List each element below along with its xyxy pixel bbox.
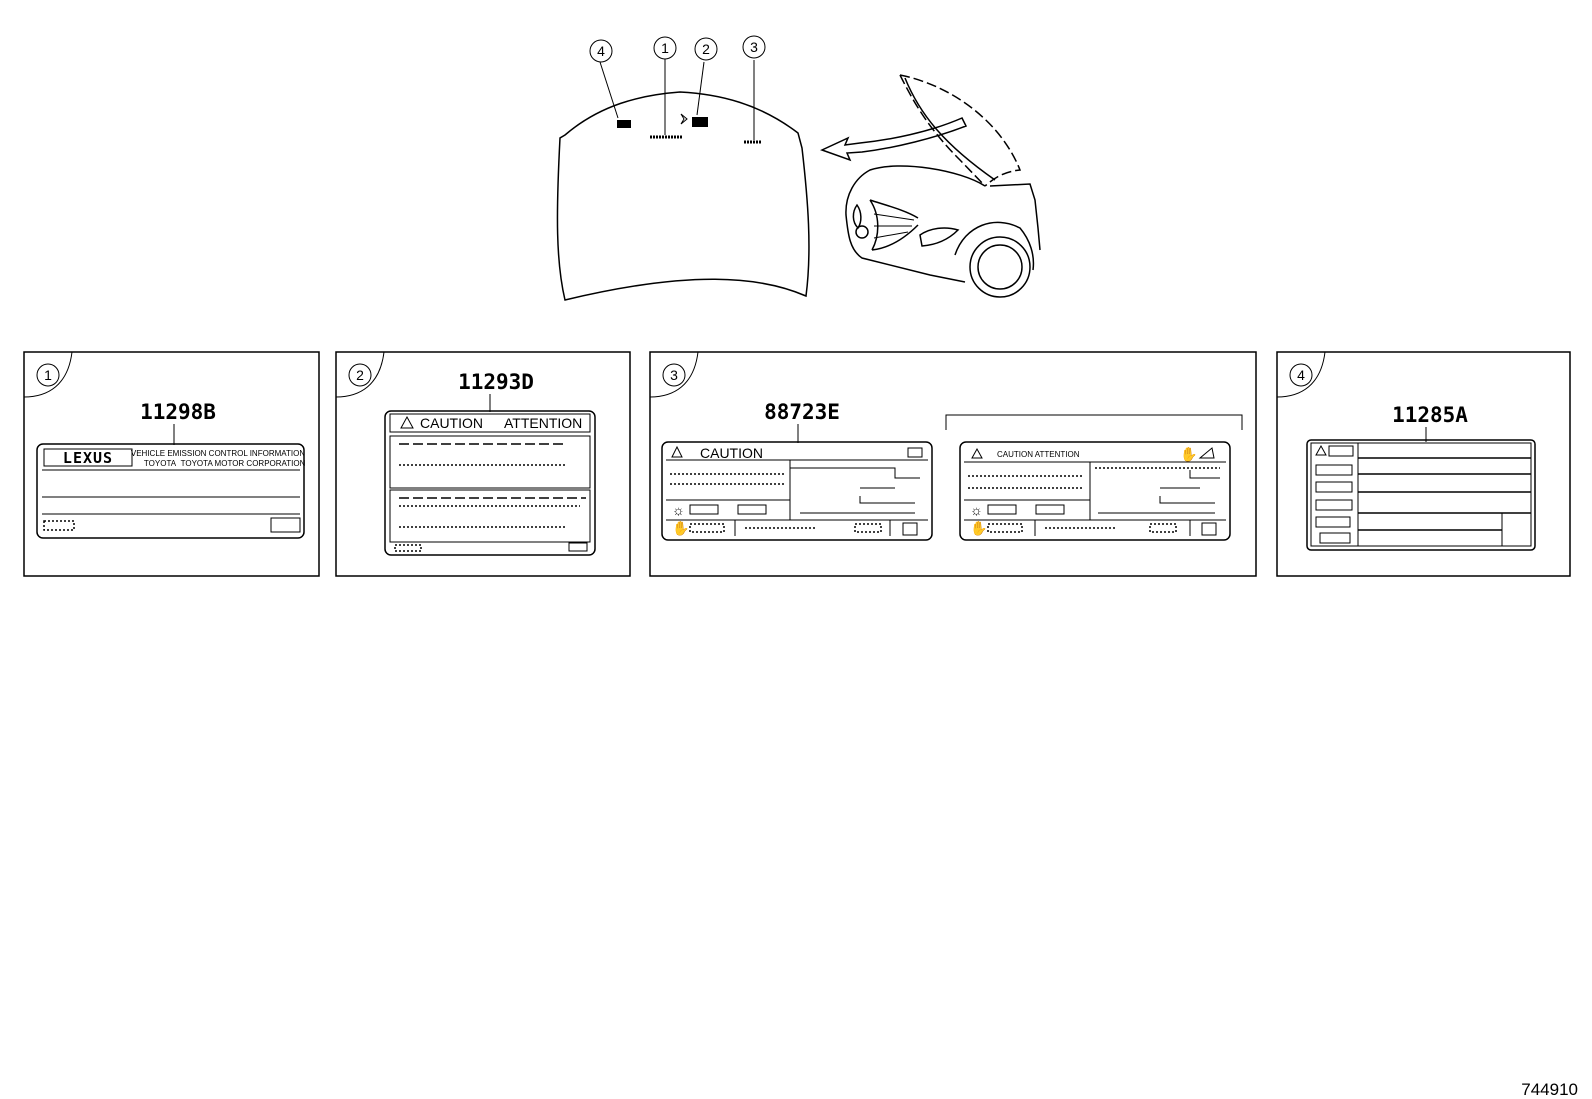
svg-text:TOYOTA: TOYOTA	[144, 459, 177, 468]
label-marker-3	[744, 60, 762, 144]
label-marker-1	[650, 59, 682, 139]
car-front-drawing	[845, 74, 1041, 298]
svg-text:TOYOTA MOTOR CORPORATION: TOYOTA MOTOR CORPORATION	[181, 459, 306, 468]
svg-text:3: 3	[750, 39, 758, 55]
label-11293D: CAUTION ATTENTION	[384, 410, 596, 556]
callout-1: 1	[653, 36, 677, 60]
panel-4: 4 11285A	[1276, 351, 1571, 577]
hand-icon: ✋	[672, 520, 689, 536]
svg-text:3: 3	[670, 367, 678, 383]
svg-text:2: 2	[356, 367, 364, 383]
part-number-11293D: 11293D	[458, 370, 534, 394]
panel-3: 3 88723E CAUTION ☼ ✋	[649, 351, 1257, 577]
part-number-11285A: 11285A	[1392, 403, 1468, 427]
figure-id: 744910	[1521, 1080, 1578, 1099]
label-11285A	[1306, 439, 1536, 551]
svg-text:CAUTION ATTENTION: CAUTION ATTENTION	[997, 450, 1080, 459]
svg-text:1: 1	[44, 367, 52, 383]
svg-text:2: 2	[702, 41, 710, 57]
label-88723E-b: CAUTION ATTENTION ✋ ☼ ✋	[959, 441, 1231, 541]
svg-text:4: 4	[1297, 367, 1305, 383]
sun-icon: ☼	[970, 502, 983, 518]
panel-1: 1 11298B LEXUS VEHICLE EMISSION CONTROL …	[23, 351, 320, 577]
svg-text:CAUTION: CAUTION	[420, 415, 483, 431]
svg-text:4: 4	[597, 43, 605, 59]
svg-text:LEXUS: LEXUS	[63, 449, 113, 467]
panel-2: 2 11293D CAUTION ATTENTION	[335, 351, 631, 577]
warning-triangle-icon	[1315, 444, 1327, 456]
warning-triangle-icon	[400, 415, 414, 429]
warning-triangle-icon	[671, 445, 683, 458]
label-marker-2	[680, 61, 708, 127]
arrow-icon	[820, 117, 968, 162]
sun-icon: ☼	[672, 502, 685, 518]
svg-text:CAUTION: CAUTION	[700, 445, 763, 461]
svg-text:ATTENTION: ATTENTION	[504, 415, 582, 431]
label-marker-4	[599, 61, 631, 128]
part-number-11298B: 11298B	[140, 400, 216, 424]
callout-3: 3	[742, 35, 766, 59]
hood-drawing: 4 1 2 3	[556, 35, 810, 301]
warning-triangle-icon	[971, 447, 983, 459]
callout-2: 2	[694, 37, 718, 61]
svg-text:VEHICLE EMISSION CONTROL INFOR: VEHICLE EMISSION CONTROL INFORMATION	[131, 449, 305, 458]
part-number-88723E: 88723E	[764, 400, 840, 424]
label-11298B: LEXUS VEHICLE EMISSION CONTROL INFORMATI…	[36, 443, 306, 539]
svg-text:1: 1	[661, 40, 669, 56]
callout-4: 4	[589, 39, 613, 63]
label-88723E-a: CAUTION ☼ ✋	[661, 441, 933, 541]
hand-icon: ✋	[1180, 446, 1197, 462]
hand-icon: ✋	[970, 520, 987, 536]
